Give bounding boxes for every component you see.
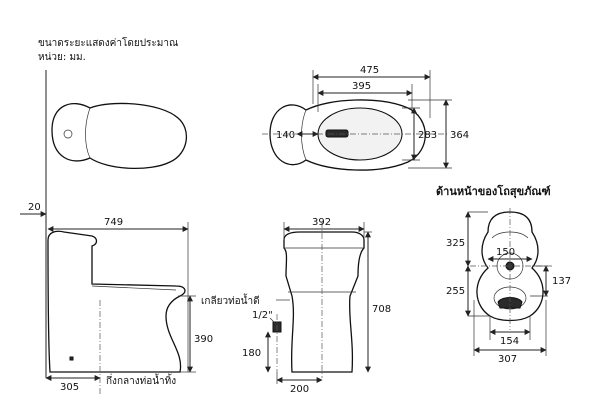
- dim-center-to-rear: 255: [446, 286, 465, 297]
- dim-bowl-length: 395: [352, 81, 371, 92]
- top-view: 475 395 140 283 364: [262, 65, 469, 171]
- dim-valve-height: 180: [242, 348, 261, 359]
- dim-outlet-offset: 137: [552, 276, 571, 287]
- bottom-view: ด้านหน้าของโถสุขภัณฑ์ 325 255 150 137 15…: [436, 184, 571, 365]
- dim-tank-offset: 20: [28, 202, 41, 213]
- flush-button-icon: [63, 129, 73, 139]
- dim-pipe-size: 1/2": [252, 310, 273, 321]
- dim-bowl-width: 283: [418, 130, 437, 141]
- unit-note: หน่วย: มม.: [38, 52, 86, 63]
- dim-front-height: 708: [372, 304, 391, 315]
- flush-hole: [325, 129, 349, 138]
- bottom-view-title: ด้านหน้าของโถสุขภัณฑ์: [436, 184, 551, 199]
- dim-overall-width: 364: [450, 130, 469, 141]
- dim-outlet-width: 150: [496, 247, 515, 258]
- scale-note: ขนาดระยะแสดงค่าโดยประมาณ: [38, 36, 178, 49]
- supply-label: เกลียวท่อน้ำดี: [201, 293, 260, 307]
- dim-bottom-base-width: 307: [498, 354, 517, 365]
- dim-total-length: 749: [104, 217, 123, 228]
- dim-front-width: 392: [312, 217, 331, 228]
- dim-inlet-height: 390: [194, 334, 213, 345]
- dim-foot-width: 154: [500, 336, 519, 347]
- dim-tank-depth: 140: [276, 130, 295, 141]
- front-view: 392 708 เกลียวท่อน้ำดี 1/2" 180 200: [201, 217, 391, 395]
- side-view: 20 749 390 305 กึ่งกลางท่อน้ำทิ้ง: [20, 202, 213, 396]
- seat-top-view: [51, 102, 188, 170]
- dim-rough-in: 305: [60, 382, 79, 393]
- rough-in-label: กึ่งกลางท่อน้ำทิ้ง: [106, 373, 176, 387]
- dim-base-width: 200: [290, 384, 309, 395]
- dim-front-to-center: 325: [446, 238, 465, 249]
- dim-overall-length: 475: [360, 65, 379, 76]
